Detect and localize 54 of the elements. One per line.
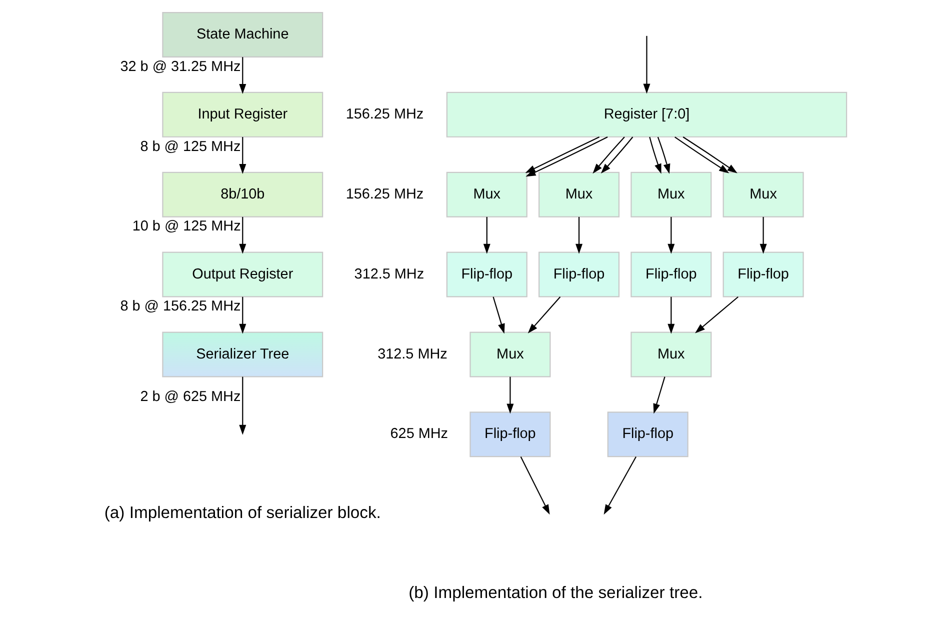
node-box: Flip-flop [538, 252, 620, 298]
node-box: Input Register [162, 92, 324, 138]
label: 312.5 MHz [354, 266, 424, 282]
label: (a) Implementation of serializer block. [104, 503, 381, 522]
label: 625 MHz [390, 426, 448, 442]
node-box: Mux [470, 332, 551, 378]
arrow [653, 376, 666, 414]
edge-label: 8 b @ 125 MHz [140, 138, 241, 155]
arrow [649, 136, 662, 174]
edge-label: 10 b @ 125 MHz [132, 218, 241, 235]
arrow [695, 296, 738, 334]
node-box: Mux [722, 172, 804, 218]
label: 156.25 MHz [346, 106, 424, 122]
arrow [668, 296, 675, 334]
arrow [592, 136, 625, 174]
node-box: Mux [630, 172, 712, 218]
arrow [239, 376, 246, 435]
arrow [760, 216, 767, 254]
arrow [239, 296, 246, 334]
arrow [528, 296, 561, 334]
arrow [600, 136, 634, 174]
node-box: Mux [538, 172, 620, 218]
arrow [492, 296, 505, 334]
label: 156.25 MHz [346, 186, 424, 202]
arrow [674, 136, 730, 174]
node-box: Mux [630, 332, 712, 378]
node-box: Mux [446, 172, 528, 218]
node-box: Flip-flop [607, 412, 688, 458]
arrow [643, 36, 650, 94]
node-box: Flip-flop [722, 252, 804, 298]
arrow [520, 456, 550, 515]
node-box: 8b/10b [162, 172, 324, 218]
edge-label: 8 b @ 156.25 MHz [120, 298, 241, 315]
node-box: Register [7:0] [446, 92, 848, 138]
edge-label: 2 b @ 625 MHz [140, 389, 241, 406]
arrow [576, 216, 583, 254]
label: (b) Implementation of the serializer tree. [408, 583, 703, 602]
arrow [668, 216, 675, 254]
arrow [657, 136, 670, 174]
arrow [483, 216, 490, 254]
arrow [239, 57, 246, 94]
node-box: State Machine [162, 12, 324, 58]
label: 312.5 MHz [378, 346, 448, 362]
node-box: Flip-flop [630, 252, 712, 298]
arrow [682, 136, 738, 174]
node-box: Output Register [162, 252, 324, 298]
node-box: Flip-flop [446, 252, 528, 298]
node-box: Flip-flop [470, 412, 551, 458]
arrow [239, 137, 246, 174]
arrow [604, 456, 636, 515]
arrow [506, 376, 514, 414]
arrow [239, 216, 246, 254]
node-box: Serializer Tree [162, 332, 324, 378]
edge-label: 32 b @ 31.25 MHz [120, 58, 241, 75]
